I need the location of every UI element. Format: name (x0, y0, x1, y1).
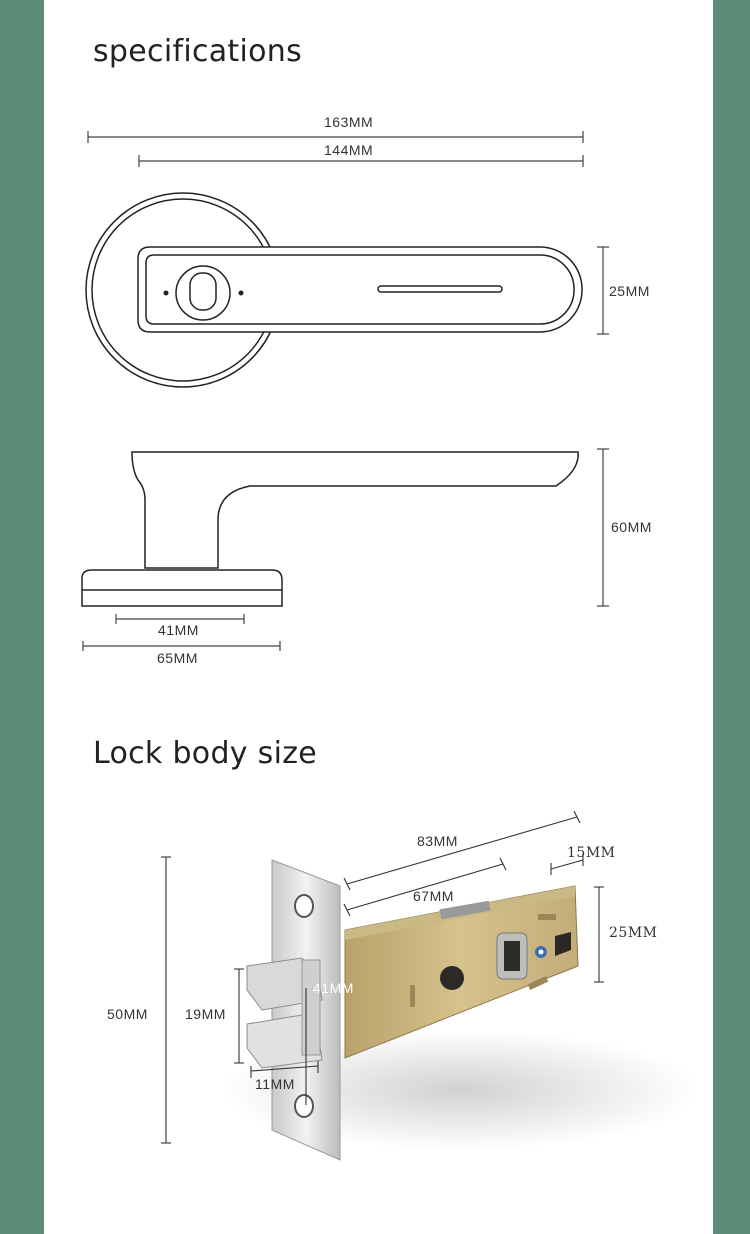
label-19mm: 19MM (185, 1006, 226, 1022)
label-83mm: 83MM (417, 833, 458, 849)
dim-25-front-line (597, 246, 609, 335)
dim-19-line (234, 968, 244, 1064)
dim-163-line (87, 131, 584, 143)
dim-65-rose-line (82, 641, 281, 651)
label-144mm: 144MM (324, 142, 374, 158)
handle-front-view (85, 192, 583, 388)
dim-11-line (250, 1061, 319, 1078)
dim-50-line (161, 856, 171, 1144)
label-25mm-lock: 25MM (609, 925, 658, 941)
dim-67-line (343, 857, 507, 917)
lock-dimension-lines (161, 810, 604, 1144)
label-60mm: 60MM (611, 519, 652, 535)
label-50mm: 50MM (107, 1006, 148, 1022)
label-15mm: 15MM (567, 845, 616, 861)
specifications-heading: specifications (93, 34, 303, 69)
dim-15-line (550, 854, 584, 875)
label-41mm-lock: 41MM (313, 980, 354, 996)
handle-side-view (81, 451, 579, 607)
label-11mm: 11MM (255, 1076, 295, 1092)
label-41mm-rose: 41MM (158, 622, 199, 638)
dim-41-rose-line (115, 614, 245, 624)
dim-60-line (597, 448, 609, 607)
label-25mm-front: 25MM (609, 283, 650, 299)
dim-25-lock-line (594, 886, 604, 983)
label-65mm: 65MM (157, 650, 198, 666)
lock-body-size-heading: Lock body size (93, 736, 318, 771)
label-163mm: 163MM (324, 114, 374, 130)
label-67mm: 67MM (413, 888, 454, 904)
dim-144-line (138, 155, 584, 167)
lock-body-illustration (220, 859, 700, 1161)
dim-83-line (343, 810, 581, 891)
